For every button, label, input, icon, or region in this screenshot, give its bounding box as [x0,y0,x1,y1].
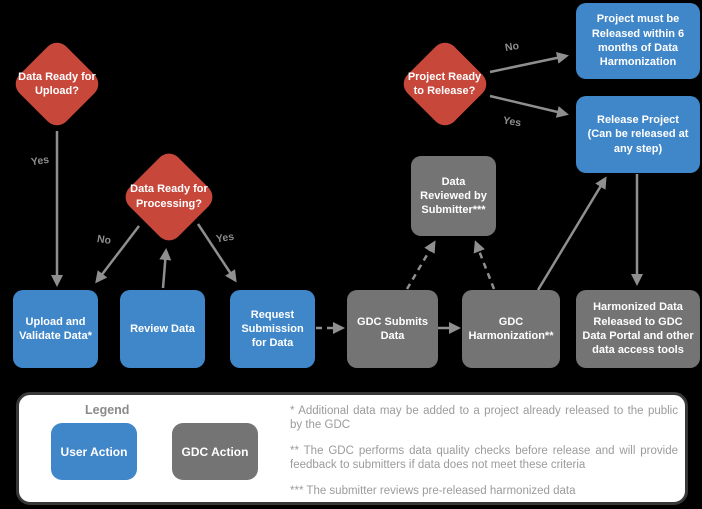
node-request-submission: Request Submission for Data [230,290,315,368]
node-label: Upload and Validate Data* [19,315,92,342]
legend-user-action-swatch: User Action [51,423,137,480]
arrow-d3-yes-to-release-project [489,94,569,118]
node-release-project: Release Project (Can be released at any … [576,96,700,173]
legend-title: Legend [85,403,130,417]
node-label: Data Reviewed by Submitter*** [420,175,487,217]
node-label: Review Data [130,322,195,335]
node-gdc-submits-data: GDC Submits Data [347,290,438,368]
arrow-d3-no-to-must-release [489,51,569,74]
node-harmonized-data-released: Harmonized Data Released to GDC Data Por… [576,290,700,368]
edge-label-d2-no: No [96,232,112,248]
node-label: Request Submission for Data [241,308,304,350]
node-gdc-harmonization: GDC Harmonization** [462,290,560,368]
legend-panel: Legend User Action GDC Action * Addition… [16,392,688,505]
legend-gdc-action-swatch: GDC Action [172,423,258,480]
footnote-1: * Additional data may be added to a proj… [290,405,678,431]
node-label: GDC Submits Data [357,315,428,342]
node-project-must-be-released: Project must be Released within 6 months… [576,3,700,79]
edge-label-d1-yes: Yes [30,153,50,169]
arrow-d2-yes-to-request [196,223,237,283]
decision-label: Data Ready for Processing? [130,183,208,210]
legend-footnotes: * Additional data may be added to a proj… [290,405,678,499]
edge-label-d3-yes: Yes [502,114,522,130]
node-label: GDC Harmonization** [468,315,554,342]
decision-project-ready-release: Project Ready to Release? [397,37,492,131]
footnote-3: *** The submitter reviews pre-released h… [290,485,576,498]
arrow-d2-no-to-upload [95,225,140,284]
arrow-review-to-d2 [159,248,172,289]
decision-data-ready-processing: Data Ready for Processing? [118,147,220,246]
decision-label: Data Ready for Upload? [18,70,96,97]
node-data-reviewed-by-submitter: Data Reviewed by Submitter*** [411,156,496,236]
arrow-harmonization-to-release-project [536,176,607,291]
node-upload-validate-data: Upload and Validate Data* [13,290,98,368]
arrow-harmonization-to-reviewed-dashed [473,240,496,290]
node-label: Harmonized Data Released to GDC Data Por… [582,301,694,357]
node-label: Project must be Released within 6 months… [591,13,685,69]
footnote-2: ** The GDC performs data quality checks … [290,445,678,471]
node-label: Release Project (Can be released at any … [587,114,689,155]
node-review-data: Review Data [120,290,205,368]
arrow-submits-to-reviewed-dashed [405,240,436,290]
edge-label-d3-no: No [504,39,520,55]
decision-label: Project Ready to Release? [407,70,482,97]
decision-data-ready-upload: Data Ready for Upload? [10,37,104,131]
